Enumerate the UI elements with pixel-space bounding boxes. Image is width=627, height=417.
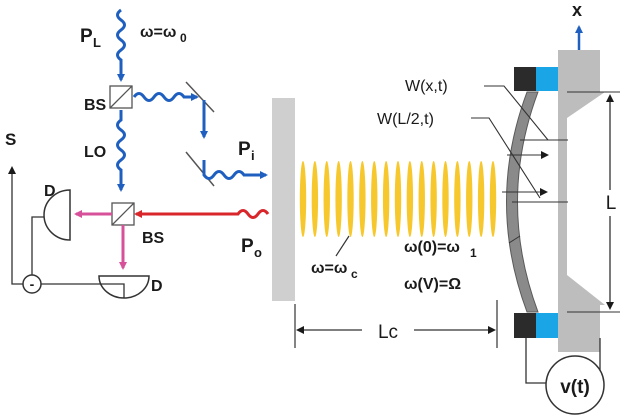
cavity-wavefront [442, 161, 449, 237]
steering-mirror-bottom [185, 151, 215, 187]
signal-beam-to-mirror [132, 92, 199, 102]
cavity-wavefront [477, 161, 485, 237]
pl-label: P [80, 26, 93, 47]
omega-c-leader [335, 235, 350, 257]
vt-wire-left [525, 338, 546, 384]
pi-beam [202, 160, 268, 180]
subtractor-minus: - [30, 276, 35, 292]
cavity-wavefront [418, 161, 425, 237]
cavity-wavefront [454, 161, 461, 237]
cavity-wavefront [299, 161, 307, 237]
d-bottom-label: D [151, 278, 163, 295]
bs-top-label: BS [84, 97, 107, 114]
l-label-bg [600, 190, 622, 216]
lc-label: Lc [378, 322, 398, 343]
l-label: L [606, 193, 617, 214]
omega0-label: ω(0)=ω [404, 239, 460, 256]
detector-left [43, 189, 71, 241]
steering-mirror-top [185, 81, 215, 113]
clamp-top-cyan [536, 67, 558, 91]
vt-label: v(t) [560, 377, 590, 398]
beamsplitter-bottom [111, 202, 135, 226]
cavity-wavefront [323, 161, 330, 237]
cavity-wavefront [466, 161, 473, 237]
cavity-wavefront [359, 161, 366, 237]
cavity-wavefront [430, 161, 437, 237]
omega-laser-sub: 0 [180, 31, 187, 45]
d-left-label: D [44, 183, 56, 200]
membrane-support [558, 50, 605, 352]
wxt-leader [484, 85, 549, 141]
voltage-source [545, 355, 605, 415]
wl2t-label: W(L/2,t) [377, 111, 434, 128]
pl-sub: L [93, 35, 101, 50]
membrane [506, 91, 539, 313]
omega-laser-label: ω=ω [140, 24, 176, 41]
clamp-top-dark [514, 67, 536, 91]
lo-label: LO [84, 144, 106, 161]
wire-detector-bottom [41, 283, 125, 298]
cavity-wavefront [335, 161, 342, 237]
cavity-wavefront [489, 161, 497, 237]
wl2t-leader [471, 117, 541, 199]
x-label: x [572, 0, 582, 20]
laser-input-beam [116, 8, 126, 82]
cavity-wavefront [394, 161, 402, 237]
cavity-wavefront [406, 161, 414, 237]
po-beam [134, 209, 270, 219]
cavity-field [299, 161, 497, 237]
clamp-bottom-cyan [536, 313, 558, 338]
pi-label: P [238, 139, 251, 160]
po-sub: o [254, 245, 262, 260]
cavity-wavefront [311, 161, 319, 237]
beamsplitter-top [109, 85, 133, 109]
omega0-sub: 1 [470, 246, 477, 260]
omegav-label: ω(V)=Ω [404, 276, 461, 293]
cavity-wavefront [371, 161, 378, 237]
omega0-leader [508, 235, 521, 244]
omega-c-sub: c [351, 267, 358, 281]
wire-detector-left [31, 216, 44, 275]
pi-sub: i [251, 148, 255, 163]
input-mirror [272, 98, 295, 301]
wxt-label: W(x,t) [405, 78, 448, 95]
omega-c-label: ω=ω [311, 260, 347, 277]
signal-output-wire [8, 166, 23, 285]
cavity-wavefront [382, 161, 390, 237]
bs-bottom-label: BS [142, 230, 165, 247]
po-label: P [241, 236, 254, 257]
s-label: S [5, 130, 16, 149]
cavity-wavefront [347, 161, 354, 237]
clamp-bottom-dark [514, 313, 536, 338]
lc-label-bg [362, 318, 414, 342]
lo-beam [116, 110, 126, 192]
